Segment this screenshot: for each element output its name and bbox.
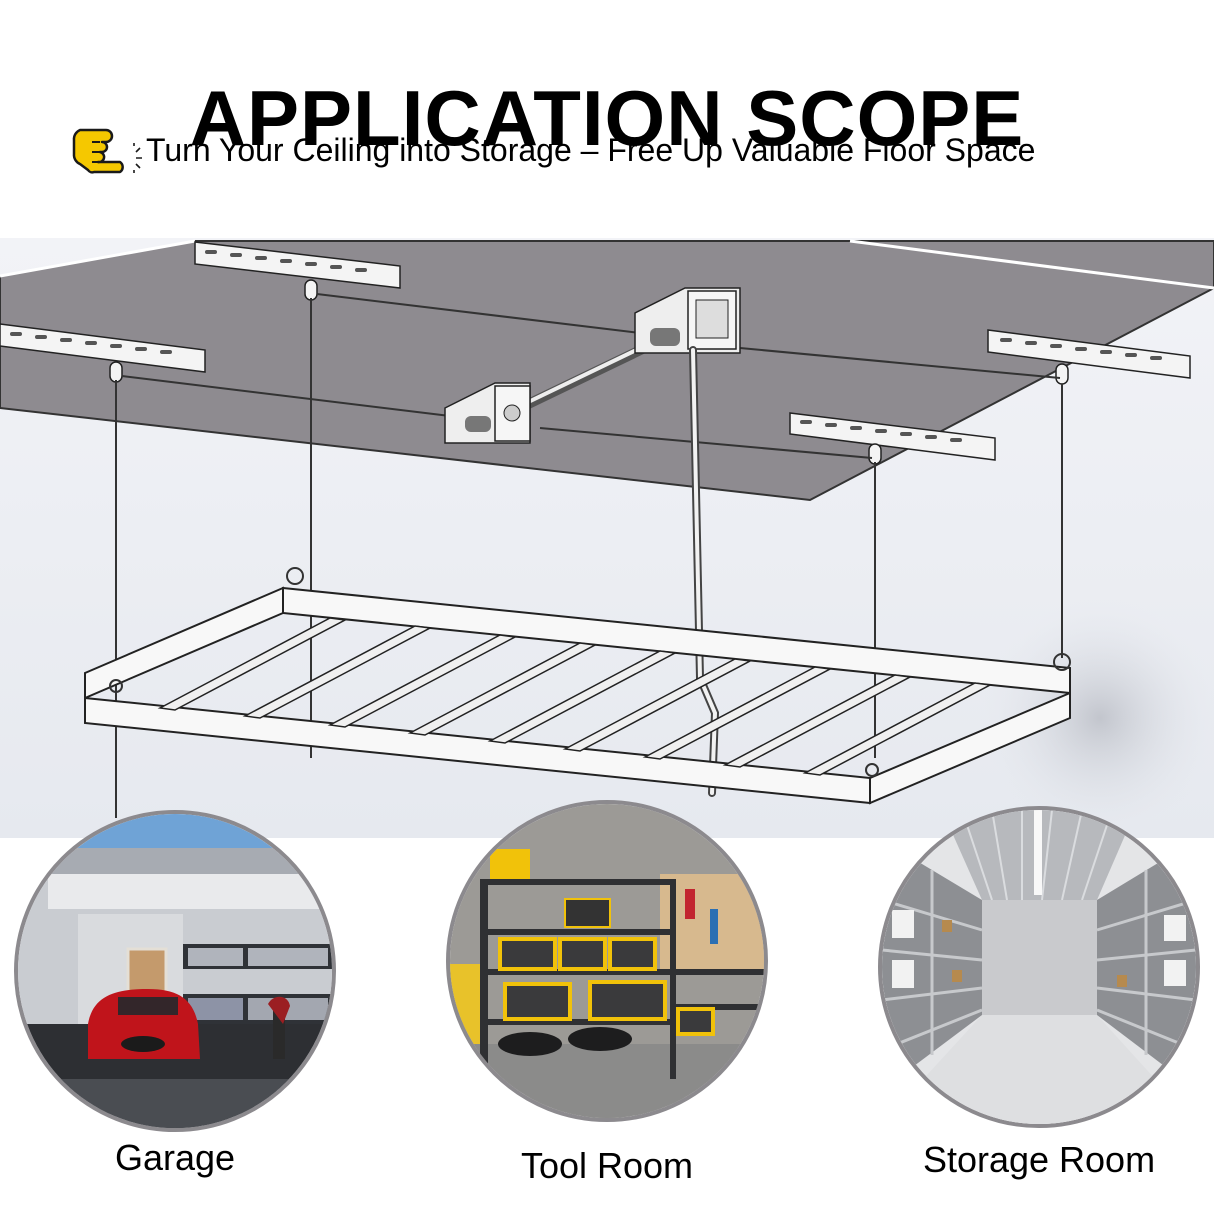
pointing-hand-icon (70, 124, 146, 176)
tool-room-image (446, 800, 768, 1122)
storage-room-label: Storage Room (922, 1139, 1156, 1180)
wall-shadow (980, 598, 1214, 838)
rack-illustration (0, 238, 1214, 838)
ceiling-mount-bracket (0, 323, 206, 373)
crank-gearbox (444, 382, 531, 444)
storage-room-image (878, 806, 1200, 1128)
subtitle-text: Turn Your Ceiling into Storage – Free Up… (146, 132, 1036, 168)
crank-gearbox (634, 287, 741, 354)
eye-bolt (109, 567, 1071, 777)
subtitle-row: Turn Your Ceiling into Storage – Free Up… (70, 122, 1035, 178)
ceiling-mount-bracket (789, 412, 996, 461)
garage-image (14, 810, 336, 1132)
garage-label: Garage (114, 1137, 236, 1178)
page-title: APPLICATION SCOPE (189, 74, 1025, 163)
rack-slats (157, 617, 993, 776)
ceiling-mount-bracket (194, 241, 401, 289)
rack-frame (84, 586, 1071, 805)
tool-room-label: Tool Room (520, 1145, 694, 1186)
ceiling-mount-bracket (987, 329, 1191, 379)
cable (115, 293, 1063, 818)
